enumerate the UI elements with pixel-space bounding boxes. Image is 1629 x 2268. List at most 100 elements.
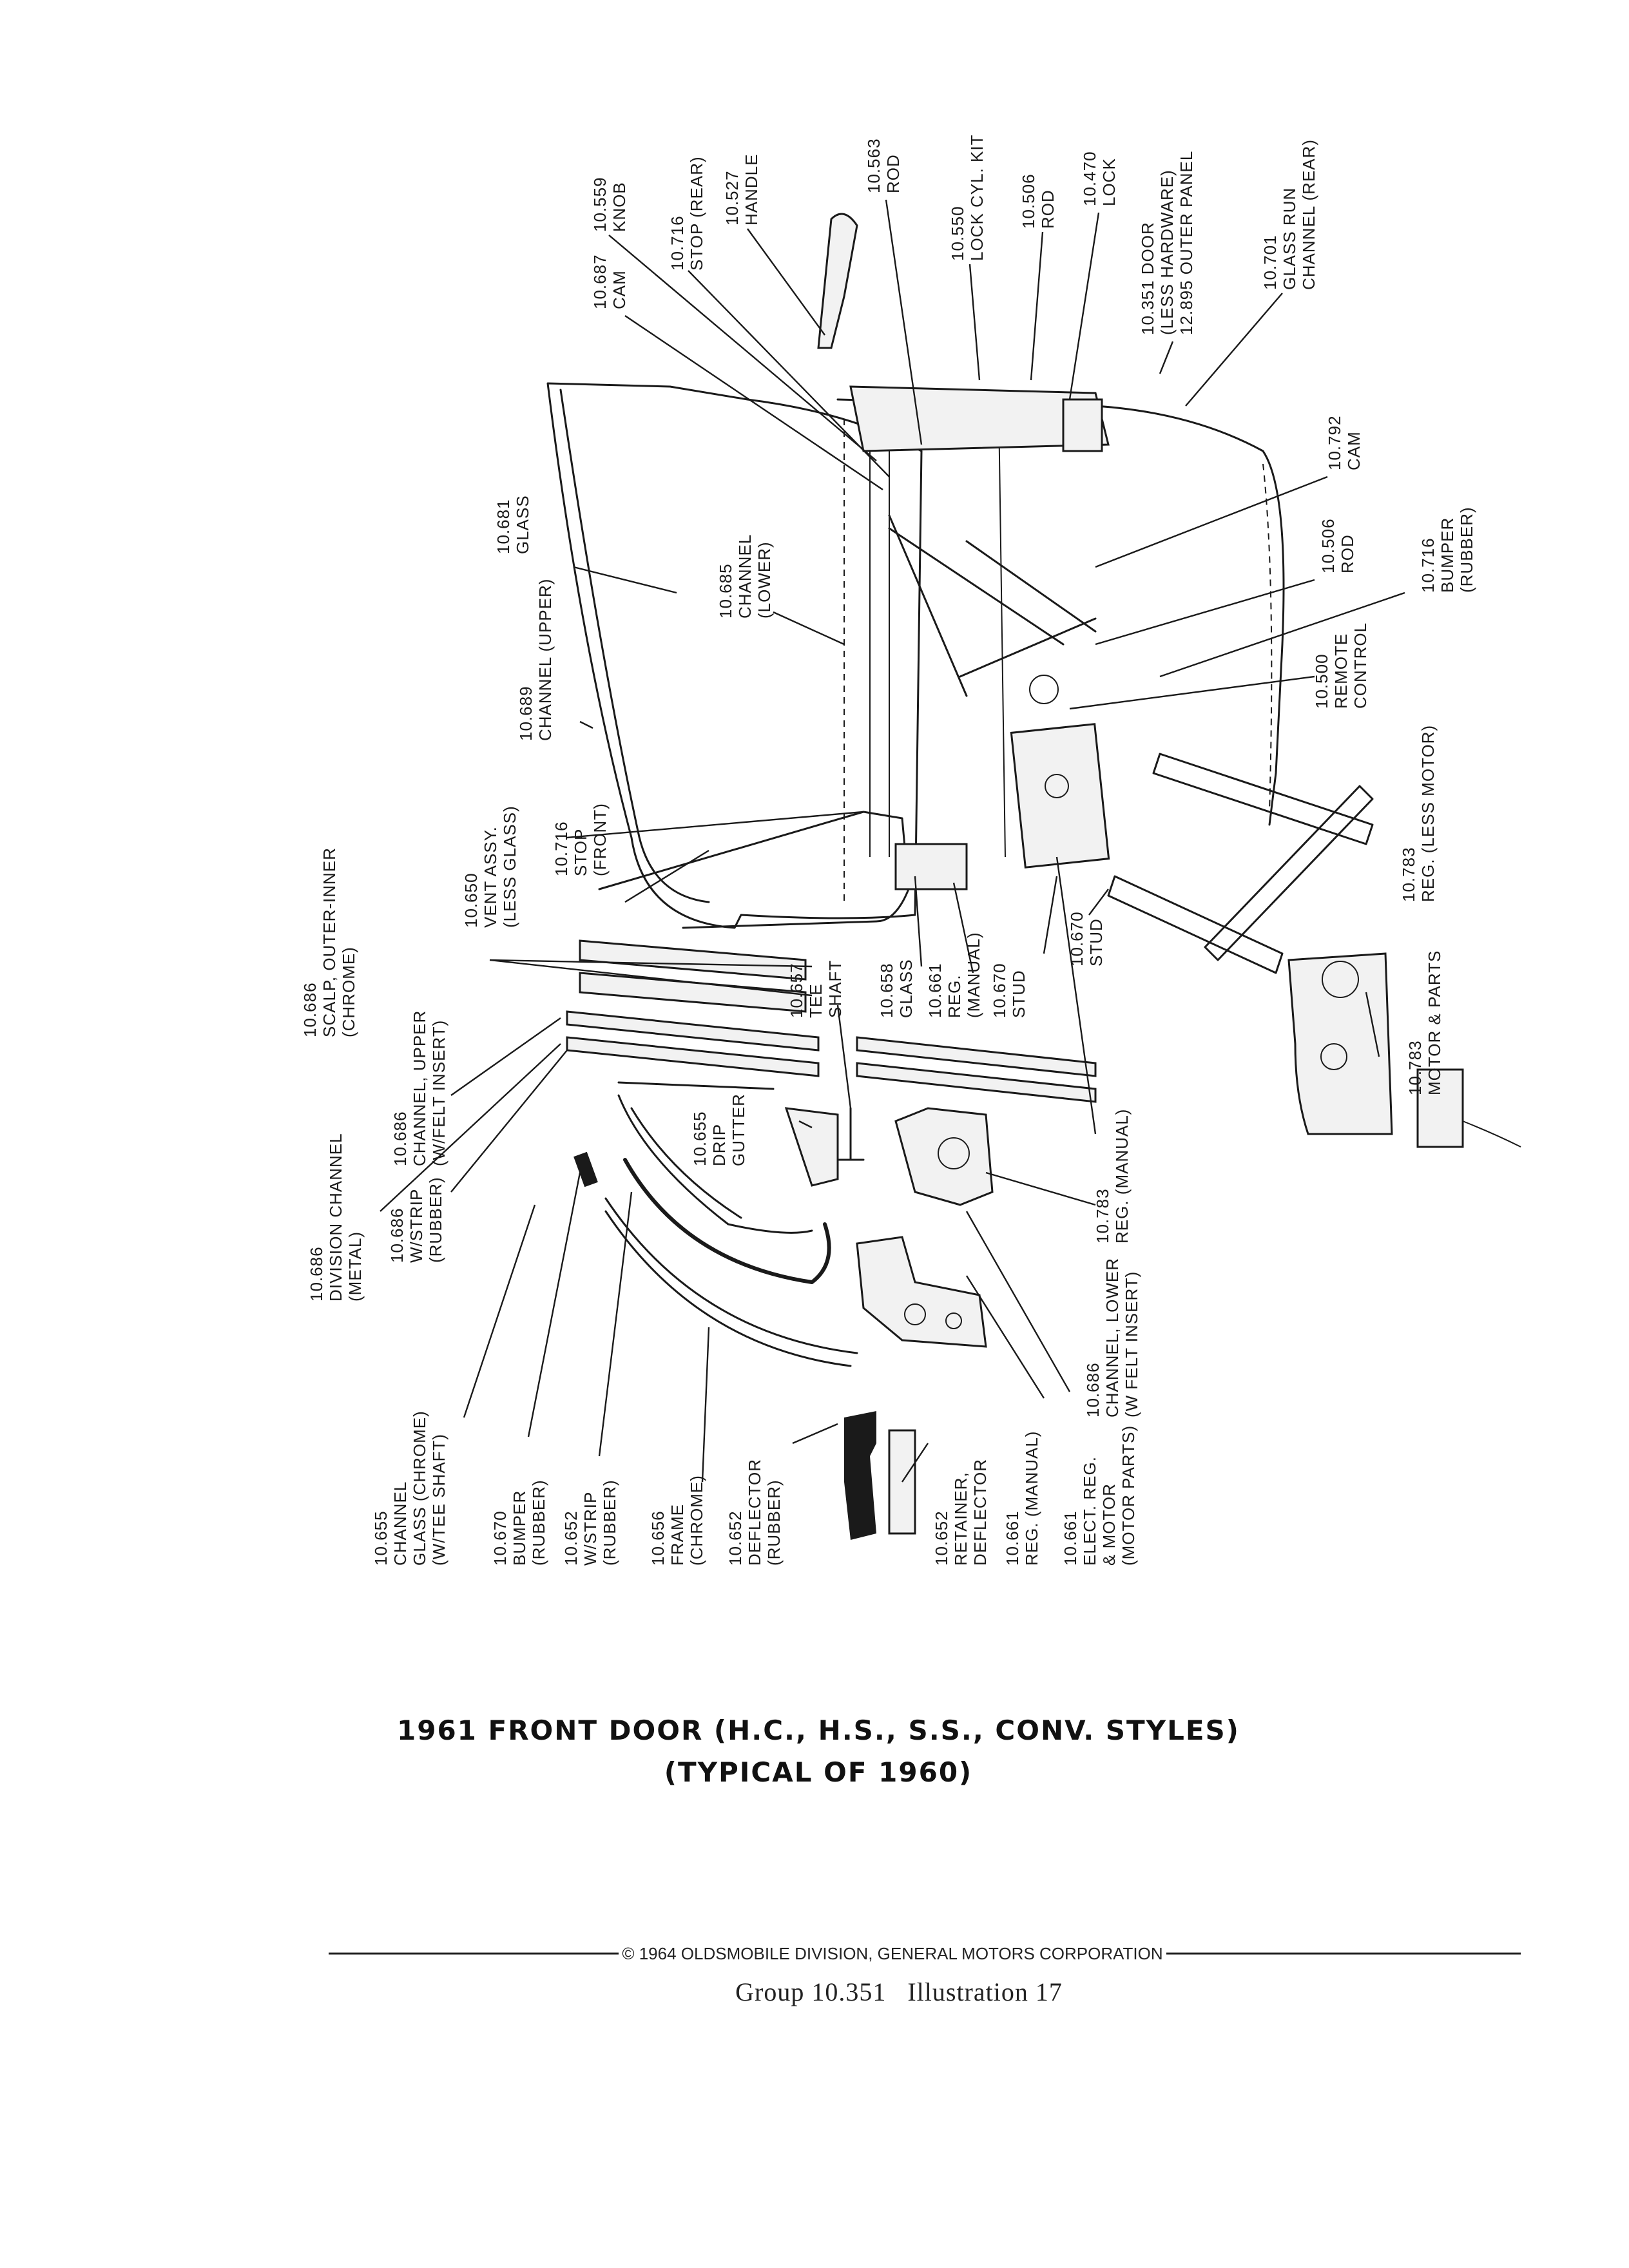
label-line: SCALP, OUTER-INNER — [320, 847, 339, 1037]
label-line: 10.681 — [494, 499, 513, 554]
label-10716-front: 10.716STOP(FRONT) — [552, 803, 610, 876]
label-line: 10.506 — [1318, 518, 1338, 573]
label-line: (LESS GLASS) — [500, 805, 519, 928]
label-line: (RUBBER) — [529, 1479, 548, 1566]
label-10563: 10.563ROD — [864, 138, 903, 193]
label-line: REG. — [945, 974, 964, 1018]
label-line: BUMPER — [1438, 517, 1457, 593]
callout-labels: 10.559KNOB 10.716STOP (REAR) 10.527HANDL… — [300, 135, 1476, 1566]
label-10681: 10.681GLASS — [494, 495, 532, 554]
label-line: W/STRIP — [407, 1189, 426, 1263]
label-10550: 10.550LOCK CYL. KIT — [948, 135, 987, 262]
label-line: 10.652 — [932, 1510, 951, 1566]
label-line: (RUBBER) — [426, 1177, 445, 1263]
label-line: ROD — [883, 154, 903, 193]
label-line: 10.559 — [590, 177, 610, 232]
label-10652-wstrip: 10.652W/STRIP(RUBBER) — [561, 1479, 619, 1566]
rubber-bumper — [574, 1151, 598, 1187]
label-line: DRIP — [709, 1124, 729, 1166]
label-10670-bumper: 10.670BUMPER(RUBBER) — [490, 1479, 548, 1566]
label-line: 10.351 DOOR — [1138, 222, 1157, 335]
label-line: W/STRIP — [581, 1492, 600, 1566]
label-line: 10.658 — [877, 963, 896, 1018]
label-10506-b: 10.506ROD — [1318, 518, 1357, 573]
label-line: STUD — [1009, 970, 1028, 1018]
label-line: 10.716 — [668, 215, 687, 271]
upper-channel — [566, 1010, 820, 1052]
label-line: DIVISION CHANNEL — [326, 1133, 345, 1302]
label-line: SHAFT — [825, 960, 845, 1018]
label-10656: 10.656FRAME(CHROME) — [648, 1475, 706, 1566]
label-10351: 10.351 DOOR(LESS HARDWARE)12.895 OUTER P… — [1138, 151, 1196, 335]
label-10661-manual-b: 10.661REG. (MANUAL) — [1003, 1431, 1041, 1566]
label-line: KNOB — [610, 182, 629, 232]
caption-line-2: (TYPICAL OF 1960) — [664, 1756, 973, 1788]
label-10689: 10.689CHANNEL (UPPER) — [516, 579, 555, 741]
outside-handle — [817, 213, 858, 349]
label-line: 10.527 — [722, 170, 742, 226]
label-line: REG. (MANUAL) — [1112, 1109, 1132, 1244]
label-line: 10.655 — [690, 1111, 709, 1166]
label-line: & MOTOR — [1099, 1483, 1119, 1566]
label-line: 10.686 — [307, 1246, 326, 1302]
copyright-line: © 1964 OLDSMOBILE DIVISION, GENERAL MOTO… — [622, 1944, 1162, 1963]
label-10670-stud-b: 10.670STUD — [1067, 911, 1106, 966]
label-line: MOTOR & PARTS — [1425, 950, 1444, 1095]
label-10686-lower: 10.686CHANNEL, LOWER(W FELT INSERT) — [1083, 1258, 1141, 1418]
label-10783-motor: 10.783MOTOR & PARTS — [1405, 950, 1444, 1095]
label-line: 10.686 — [1083, 1362, 1103, 1418]
label-line: (MOTOR PARTS) — [1119, 1425, 1138, 1566]
motor-unit — [894, 1107, 994, 1206]
label-line: REMOTE — [1331, 633, 1351, 709]
label-line: REG. (MANUAL) — [1022, 1431, 1041, 1566]
label-10657: 10.657TEESHAFT — [787, 960, 845, 1018]
label-line: (RUBBER) — [1457, 506, 1476, 593]
label-line: ROD — [1038, 189, 1057, 229]
label-10559: 10.559KNOB — [590, 177, 629, 232]
label-line: 10.661 — [1061, 1510, 1080, 1566]
label-10652-deflector: 10.652DEFLECTOR(RUBBER) — [726, 1459, 784, 1566]
regulator-motor — [1287, 952, 1393, 1135]
label-10686-wstrip: 10.686W/STRIP(RUBBER) — [387, 1177, 445, 1263]
label-10670-stud: 10.670STUD — [990, 963, 1028, 1018]
group-illustration: Group 10.351 Illustration 17 — [735, 1977, 1063, 2006]
label-line: STUD — [1086, 918, 1106, 966]
label-line: (RUBBER) — [764, 1479, 784, 1566]
label-10655-channel: 10.655CHANNELGLASS (CHROME)(W/TEE SHAFT) — [371, 1410, 448, 1566]
label-10655-drip: 10.655DRIPGUTTER — [690, 1093, 748, 1166]
label-10470: 10.470LOCK — [1080, 151, 1119, 206]
label-line: DEFLECTOR — [745, 1459, 764, 1566]
label-10506-a: 10.506ROD — [1019, 173, 1057, 229]
label-line: ELECT. REG. — [1080, 1456, 1099, 1566]
label-line: CHANNEL, UPPER — [410, 1010, 429, 1166]
vent-frame — [598, 811, 910, 929]
label-line: 10.783 — [1093, 1188, 1112, 1244]
label-line: 10.657 — [787, 963, 806, 1018]
label-line: 10.506 — [1019, 173, 1038, 229]
label-line: 10.652 — [561, 1510, 581, 1566]
label-line: GUTTER — [729, 1093, 748, 1166]
label-line: 10.686 — [387, 1207, 407, 1263]
label-line: 10.686 — [390, 1111, 410, 1166]
label-line: CHANNEL — [390, 1481, 410, 1566]
label-line: RETAINER, — [951, 1472, 970, 1566]
label-line: 10.783 — [1405, 1040, 1425, 1095]
label-line: (MANUAL) — [964, 932, 983, 1018]
label-line: GLASS RUN — [1280, 187, 1299, 290]
label-line: 10.655 — [371, 1510, 390, 1566]
label-line: (CHROME) — [339, 947, 358, 1037]
label-10783-manual: 10.783REG. (MANUAL) — [1093, 1109, 1132, 1244]
label-line: 10.652 — [726, 1510, 745, 1566]
label-line: (FRONT) — [590, 803, 610, 876]
division-channel — [566, 1036, 820, 1077]
label-line: 10.670 — [1067, 911, 1086, 966]
label-line: (LESS HARDWARE) — [1157, 169, 1177, 335]
label-10686-division: 10.686DIVISION CHANNEL(METAL) — [307, 1133, 365, 1302]
label-line: STOP — [571, 829, 590, 876]
label-10661-manual: 10.661REG.(MANUAL) — [925, 932, 983, 1018]
lower-channel — [856, 1036, 1097, 1077]
label-line: 10.687 — [590, 254, 610, 309]
label-line: VENT ASSY. — [481, 826, 500, 928]
label-line: 10.656 — [648, 1510, 668, 1566]
